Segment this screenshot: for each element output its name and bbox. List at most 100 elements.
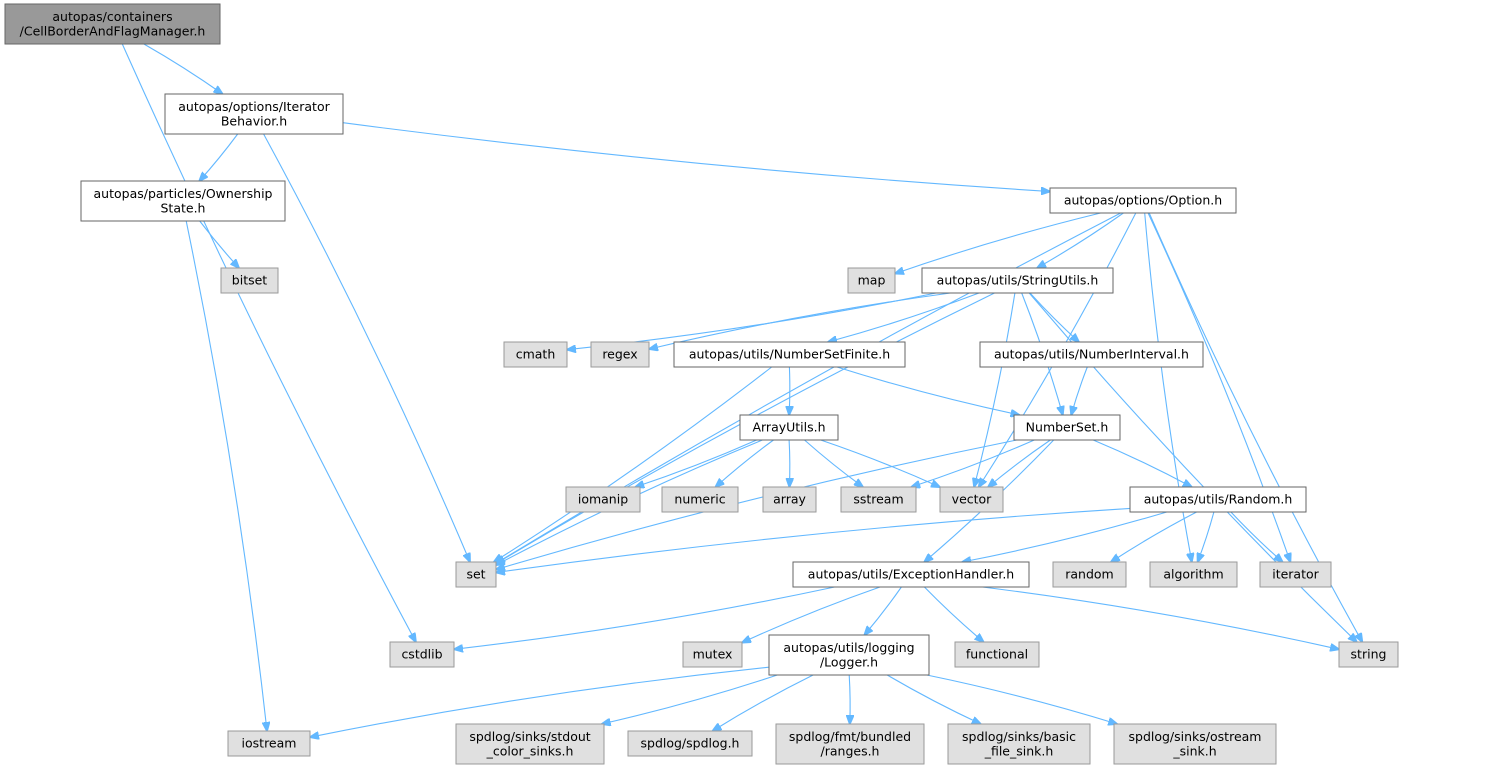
node-box-sdl_basic	[947, 723, 1091, 765]
edge-ns-to-vector	[988, 439, 1051, 487]
edge-rnd-to-set	[496, 507, 1131, 572]
edge-eh-to-functional	[924, 586, 983, 642]
node-box-mutex	[682, 641, 743, 668]
node-label-sdl_stdout-0: spdlog/sinks/stdout	[469, 729, 590, 744]
node-box-nsf	[673, 341, 906, 368]
edge-rnd-to-iterator	[1230, 511, 1283, 562]
edge-log-to-sdl_ostream	[926, 674, 1117, 724]
node-box-regex	[590, 341, 650, 368]
node-label-random-0: random	[1065, 567, 1113, 582]
node-log[interactable]: autopas/utils/logging/Logger.h	[768, 634, 930, 676]
node-label-functional-0: functional	[966, 647, 1028, 662]
node-sdl: spdlog/spdlog.h	[627, 730, 753, 757]
node-box-algorithm	[1149, 561, 1238, 588]
node-bitset: bitset	[220, 267, 279, 294]
edge-opt-to-map	[895, 212, 1101, 274]
node-random: random	[1052, 561, 1127, 588]
node-box-au	[739, 414, 839, 441]
edge-su-to-nsf	[828, 292, 980, 342]
node-box-numeric	[661, 486, 739, 513]
edge-au-to-numeric	[716, 439, 774, 487]
node-label-cbf-0: autopas/containers	[52, 9, 172, 24]
node-box-cbf	[4, 3, 221, 45]
node-label-bitset-0: bitset	[232, 273, 268, 288]
node-label-vector-0: vector	[952, 492, 993, 507]
node-rnd[interactable]: autopas/utils/Random.h	[1129, 486, 1307, 513]
node-box-map	[847, 267, 896, 294]
node-label-iostream-0: iostream	[242, 736, 297, 751]
node-box-set	[455, 561, 497, 588]
edge-au-to-vector	[820, 439, 940, 487]
edge-ib-to-opt	[342, 122, 1050, 192]
node-ns[interactable]: NumberSet.h	[1013, 414, 1121, 441]
node-box-ib	[164, 93, 344, 135]
edge-ib-to-os	[199, 133, 239, 181]
edge-rnd-to-algorithm	[1198, 511, 1215, 562]
node-regex: regex	[590, 341, 650, 368]
edge-log-to-sdl	[713, 674, 814, 731]
edge-eh-to-log	[864, 586, 902, 635]
edge-log-to-sdl_stdout	[602, 674, 778, 724]
node-label-ni-0: autopas/utils/NumberInterval.h	[994, 347, 1189, 362]
node-label-opt-0: autopas/options/Option.h	[1064, 193, 1222, 208]
node-cstdlib: cstdlib	[389, 641, 455, 668]
node-functional: functional	[954, 641, 1040, 668]
edge-su-to-ni	[1029, 292, 1079, 342]
node-ni[interactable]: autopas/utils/NumberInterval.h	[979, 341, 1204, 368]
node-opt[interactable]: autopas/options/Option.h	[1049, 187, 1237, 214]
edge-rnd-to-eh	[962, 511, 1167, 562]
edge-eh-to-string	[982, 586, 1340, 649]
node-box-vector	[939, 486, 1004, 513]
node-label-sdl-0: spdlog/spdlog.h	[641, 736, 740, 751]
node-cbf[interactable]: autopas/containers/CellBorderAndFlagMana…	[4, 3, 221, 45]
node-box-ni	[979, 341, 1204, 368]
edge-opt-to-algorithm	[1144, 212, 1192, 562]
node-sdl_stdout: spdlog/sinks/stdout_color_sinks.h	[455, 723, 605, 765]
node-box-iostream	[227, 730, 311, 757]
edge-eh-to-cstdlib	[454, 586, 835, 649]
node-su[interactable]: autopas/utils/StringUtils.h	[921, 267, 1114, 294]
node-label-map-0: map	[858, 273, 886, 288]
node-label-iomanip-0: iomanip	[578, 492, 628, 507]
node-set: set	[455, 561, 497, 588]
edge-ni-to-ns	[1071, 366, 1088, 415]
edges-layer	[121, 43, 1362, 737]
node-label-cmath-0: cmath	[516, 347, 556, 362]
node-box-sdl	[627, 730, 753, 757]
node-box-sdl_stdout	[455, 723, 605, 765]
edge-eh-to-mutex	[742, 586, 881, 643]
node-label-ib-0: autopas/options/Iterator	[178, 99, 330, 114]
node-label-os-0: autopas/particles/Ownership	[94, 186, 273, 201]
edge-nsf-to-set	[494, 366, 773, 562]
node-label-nsf-0: autopas/utils/NumberSetFinite.h	[689, 347, 890, 362]
node-eh[interactable]: autopas/utils/ExceptionHandler.h	[792, 561, 1030, 588]
node-iterator: iterator	[1259, 561, 1332, 588]
node-map: map	[847, 267, 896, 294]
edge-log-to-sdl_basic	[886, 674, 981, 724]
node-box-iterator	[1259, 561, 1332, 588]
node-box-rnd	[1129, 486, 1307, 513]
node-label-algorithm-0: algorithm	[1163, 567, 1223, 582]
node-sdl_fmt: spdlog/fmt/bundled/ranges.h	[775, 723, 925, 765]
node-label-string-0: string	[1351, 647, 1387, 662]
node-nsf[interactable]: autopas/utils/NumberSetFinite.h	[673, 341, 906, 368]
node-label-su-0: autopas/utils/StringUtils.h	[937, 273, 1099, 288]
node-label-log-1: /Logger.h	[820, 654, 878, 669]
edge-ns-to-set	[496, 439, 1017, 570]
node-box-cmath	[503, 341, 568, 368]
node-label-rnd-0: autopas/utils/Random.h	[1144, 492, 1293, 507]
node-au[interactable]: ArrayUtils.h	[739, 414, 839, 441]
node-label-sdl_basic-0: spdlog/sinks/basic	[962, 729, 1076, 744]
edge-ns-to-rnd	[1092, 439, 1192, 487]
node-box-random	[1052, 561, 1127, 588]
node-label-au-0: ArrayUtils.h	[752, 420, 825, 435]
node-label-mutex-0: mutex	[693, 647, 733, 662]
node-mutex: mutex	[682, 641, 743, 668]
node-label-eh-0: autopas/utils/ExceptionHandler.h	[808, 567, 1014, 582]
node-box-opt	[1049, 187, 1237, 214]
node-label-sdl_stdout-1: _color_sinks.h	[486, 743, 574, 758]
edge-opt-to-su	[1037, 212, 1124, 268]
